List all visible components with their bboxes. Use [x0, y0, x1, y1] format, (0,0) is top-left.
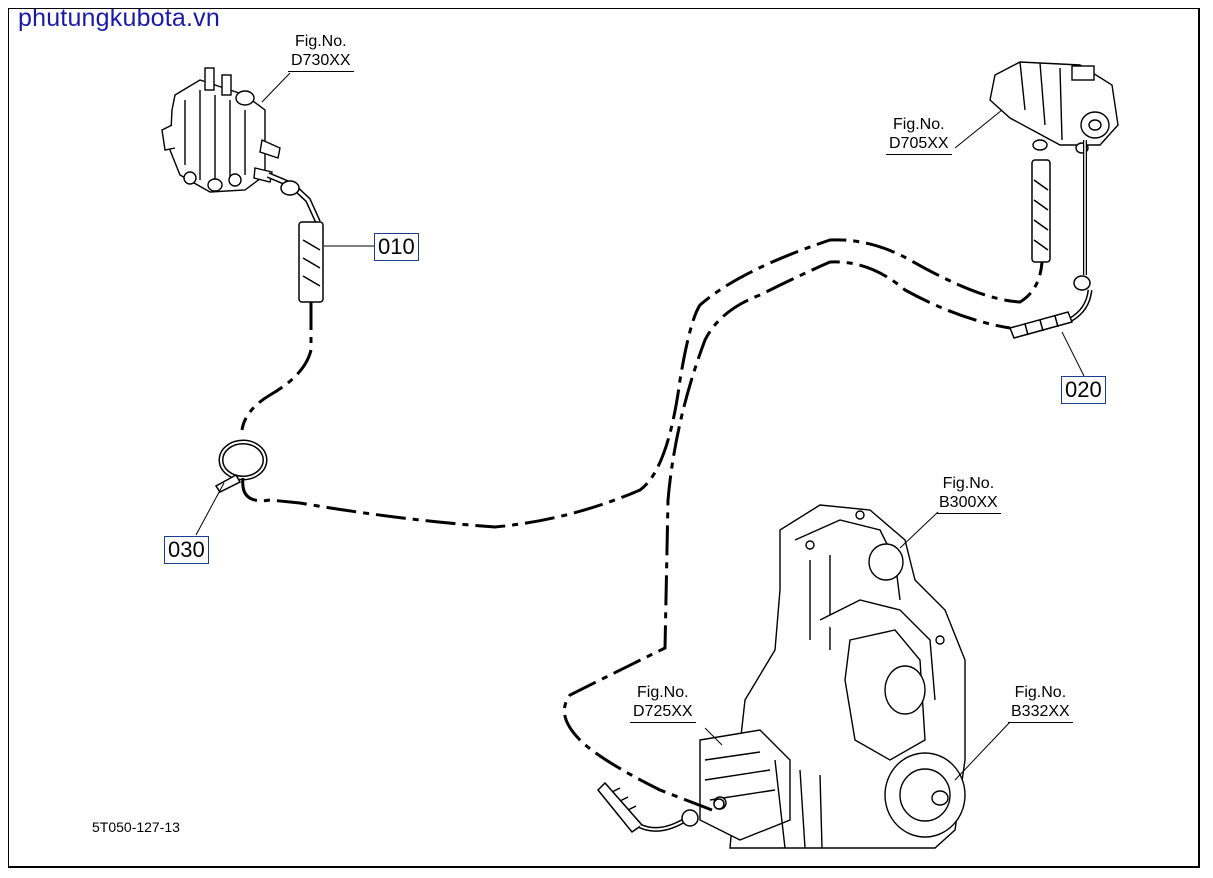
pump-component	[989, 61, 1119, 154]
part-callout-020[interactable]: 020	[1061, 376, 1106, 404]
control-valve-component	[161, 67, 281, 193]
fig-ref-label: Fig.No.	[637, 684, 689, 701]
part-callout-030[interactable]: 030	[164, 536, 209, 564]
fig-ref-code: D705XX	[886, 134, 952, 155]
hose-lower-end	[596, 781, 725, 834]
drawing-frame	[8, 8, 1200, 868]
hose-020	[1008, 140, 1093, 339]
fig-ref-code: B300XX	[936, 493, 1001, 514]
fig-ref-d725xx[interactable]: Fig.No. D725XX	[630, 683, 696, 723]
fig-ref-d705xx[interactable]: Fig.No. D705XX	[886, 115, 952, 155]
hose-010	[266, 172, 324, 303]
fig-ref-b332xx[interactable]: Fig.No. B332XX	[1008, 683, 1073, 723]
pressure-line	[562, 260, 1011, 812]
drawing-number: 5T050-127-13	[92, 819, 180, 835]
hose-010-line	[240, 302, 313, 431]
fig-ref-d730xx[interactable]: Fig.No. D730XX	[288, 32, 354, 72]
part-callout-010[interactable]: 010	[374, 233, 419, 261]
fig-ref-label: Fig.No.	[942, 475, 995, 492]
fig-ref-label: Fig.No.	[1014, 684, 1067, 701]
transmission-housing	[699, 504, 966, 849]
leader-lines	[195, 72, 1085, 781]
fig-ref-code: D730XX	[288, 51, 354, 72]
long-return-line	[241, 238, 1044, 529]
fig-ref-code: D725XX	[630, 702, 696, 723]
fig-ref-label: Fig.No.	[893, 116, 945, 133]
fig-ref-label: Fig.No.	[295, 33, 347, 50]
fig-ref-b300xx[interactable]: Fig.No. B300XX	[936, 474, 1001, 514]
fig-ref-code: B332XX	[1008, 702, 1073, 723]
